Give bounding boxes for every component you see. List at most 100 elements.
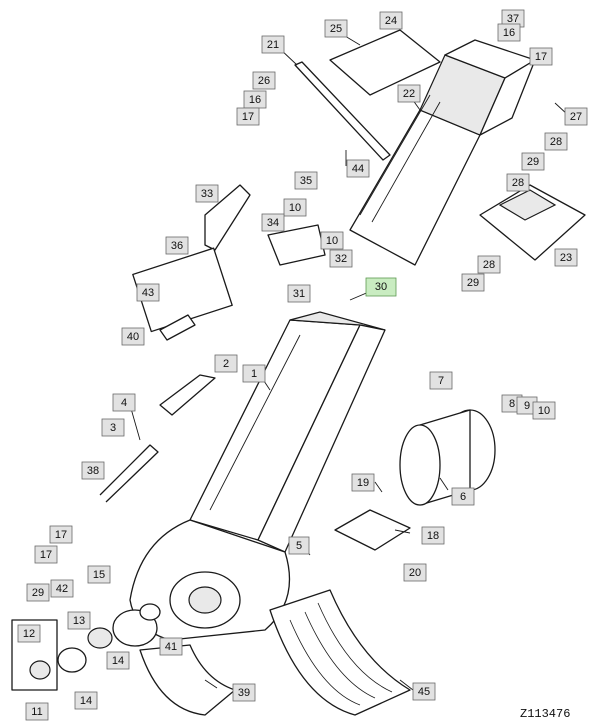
- callout-10-b[interactable]: 10: [320, 231, 344, 250]
- callout-10-a[interactable]: 10: [283, 198, 307, 217]
- callout-7[interactable]: 7: [429, 371, 453, 390]
- svg-text:38: 38: [87, 465, 99, 477]
- svg-text:34: 34: [267, 217, 279, 229]
- callout-21[interactable]: 21: [261, 35, 285, 54]
- callout-2[interactable]: 2: [214, 354, 238, 373]
- callout-28-c[interactable]: 28: [477, 255, 501, 274]
- svg-text:19: 19: [357, 477, 369, 489]
- svg-text:17: 17: [55, 529, 67, 541]
- callout-27[interactable]: 27: [564, 107, 588, 126]
- svg-text:23: 23: [560, 252, 572, 264]
- callout-14-b[interactable]: 14: [74, 691, 98, 710]
- svg-text:29: 29: [527, 156, 539, 168]
- callout-39[interactable]: 39: [232, 683, 256, 702]
- svg-text:9: 9: [524, 400, 530, 412]
- callout-40[interactable]: 40: [121, 327, 145, 346]
- callout-17-a[interactable]: 17: [529, 47, 553, 66]
- svg-text:44: 44: [352, 163, 364, 175]
- callout-44[interactable]: 44: [346, 159, 370, 178]
- callout-28-b[interactable]: 28: [506, 173, 530, 192]
- svg-text:7: 7: [438, 375, 444, 387]
- svg-text:45: 45: [418, 686, 430, 698]
- callout-36[interactable]: 36: [165, 236, 189, 255]
- callout-34[interactable]: 34: [261, 213, 285, 232]
- callout-15[interactable]: 15: [87, 565, 111, 584]
- callout-6[interactable]: 6: [451, 487, 475, 506]
- callout-29-a[interactable]: 29: [521, 152, 545, 171]
- svg-text:2: 2: [223, 358, 229, 370]
- callout-12[interactable]: 12: [17, 624, 41, 643]
- svg-text:33: 33: [201, 188, 213, 200]
- svg-text:6: 6: [460, 491, 466, 503]
- belt-45: [269, 589, 411, 716]
- plate-18: [334, 509, 411, 551]
- callout-26[interactable]: 26: [252, 71, 276, 90]
- svg-text:40: 40: [127, 331, 139, 343]
- callout-17-c[interactable]: 17: [49, 525, 73, 544]
- callout-19[interactable]: 19: [351, 473, 375, 492]
- callout-24[interactable]: 24: [379, 11, 403, 30]
- callout-28-a[interactable]: 28: [544, 132, 568, 151]
- callout-31[interactable]: 31: [287, 284, 311, 303]
- callout-37[interactable]: 37: [501, 9, 525, 28]
- callout-35[interactable]: 35: [294, 171, 318, 190]
- callout-29-b[interactable]: 29: [461, 273, 485, 292]
- svg-text:10: 10: [538, 405, 550, 417]
- callout-45[interactable]: 45: [412, 682, 436, 701]
- svg-text:43: 43: [142, 287, 154, 299]
- callout-14-a[interactable]: 14: [106, 651, 130, 670]
- callout-20[interactable]: 20: [403, 563, 427, 582]
- svg-text:11: 11: [31, 706, 42, 718]
- svg-text:27: 27: [570, 111, 582, 123]
- callout-13[interactable]: 13: [67, 611, 91, 630]
- svg-text:3: 3: [110, 422, 116, 434]
- svg-text:29: 29: [467, 277, 479, 289]
- callout-18[interactable]: 18: [421, 526, 445, 545]
- svg-text:16: 16: [249, 94, 261, 106]
- svg-text:30: 30: [375, 281, 387, 293]
- rod-38: [99, 444, 159, 503]
- callout-4[interactable]: 4: [112, 393, 136, 412]
- svg-text:17: 17: [535, 51, 547, 63]
- svg-text:21: 21: [267, 39, 279, 51]
- callout-3[interactable]: 3: [101, 418, 125, 437]
- svg-text:5: 5: [296, 540, 302, 552]
- callout-30[interactable]: 30: [365, 277, 397, 297]
- callout-25[interactable]: 25: [324, 19, 348, 38]
- callout-41[interactable]: 41: [159, 637, 183, 656]
- callout-16-a[interactable]: 16: [497, 23, 521, 42]
- callout-5[interactable]: 5: [288, 536, 310, 555]
- callout-33[interactable]: 33: [195, 184, 219, 203]
- svg-text:12: 12: [23, 628, 35, 640]
- svg-text:22: 22: [403, 88, 415, 100]
- callout-42[interactable]: 42: [50, 579, 74, 598]
- callout-16-b[interactable]: 16: [243, 90, 267, 109]
- callout-1[interactable]: 1: [242, 364, 266, 383]
- svg-text:39: 39: [238, 687, 250, 699]
- callouts: 25 24 37 16 17 21 26 16 17 22 27 28 44 2…: [17, 9, 588, 721]
- callout-38[interactable]: 38: [81, 461, 105, 480]
- svg-text:13: 13: [73, 615, 85, 627]
- svg-text:17: 17: [40, 549, 52, 561]
- callout-17-d[interactable]: 17: [34, 545, 58, 564]
- svg-text:37: 37: [507, 13, 519, 25]
- callout-11[interactable]: 11: [25, 702, 49, 721]
- figure-id: Z113476: [520, 707, 570, 721]
- main-chute-1: [189, 311, 386, 553]
- svg-text:16: 16: [503, 27, 515, 39]
- flange-plate-24: [329, 29, 441, 96]
- plate-34: [267, 224, 326, 266]
- scoop-39: [139, 644, 236, 716]
- callout-32[interactable]: 32: [329, 249, 353, 268]
- svg-text:36: 36: [171, 240, 183, 252]
- callout-43[interactable]: 43: [136, 283, 160, 302]
- callout-29-c[interactable]: 29: [26, 583, 50, 602]
- part-drawings: [11, 29, 586, 716]
- callout-10-c[interactable]: 10: [532, 401, 556, 420]
- svg-text:20: 20: [409, 567, 421, 579]
- callout-22[interactable]: 22: [397, 84, 421, 103]
- callout-17-b[interactable]: 17: [236, 107, 260, 126]
- svg-text:14: 14: [112, 655, 124, 667]
- callout-23[interactable]: 23: [554, 248, 578, 267]
- arm-2: [159, 374, 216, 416]
